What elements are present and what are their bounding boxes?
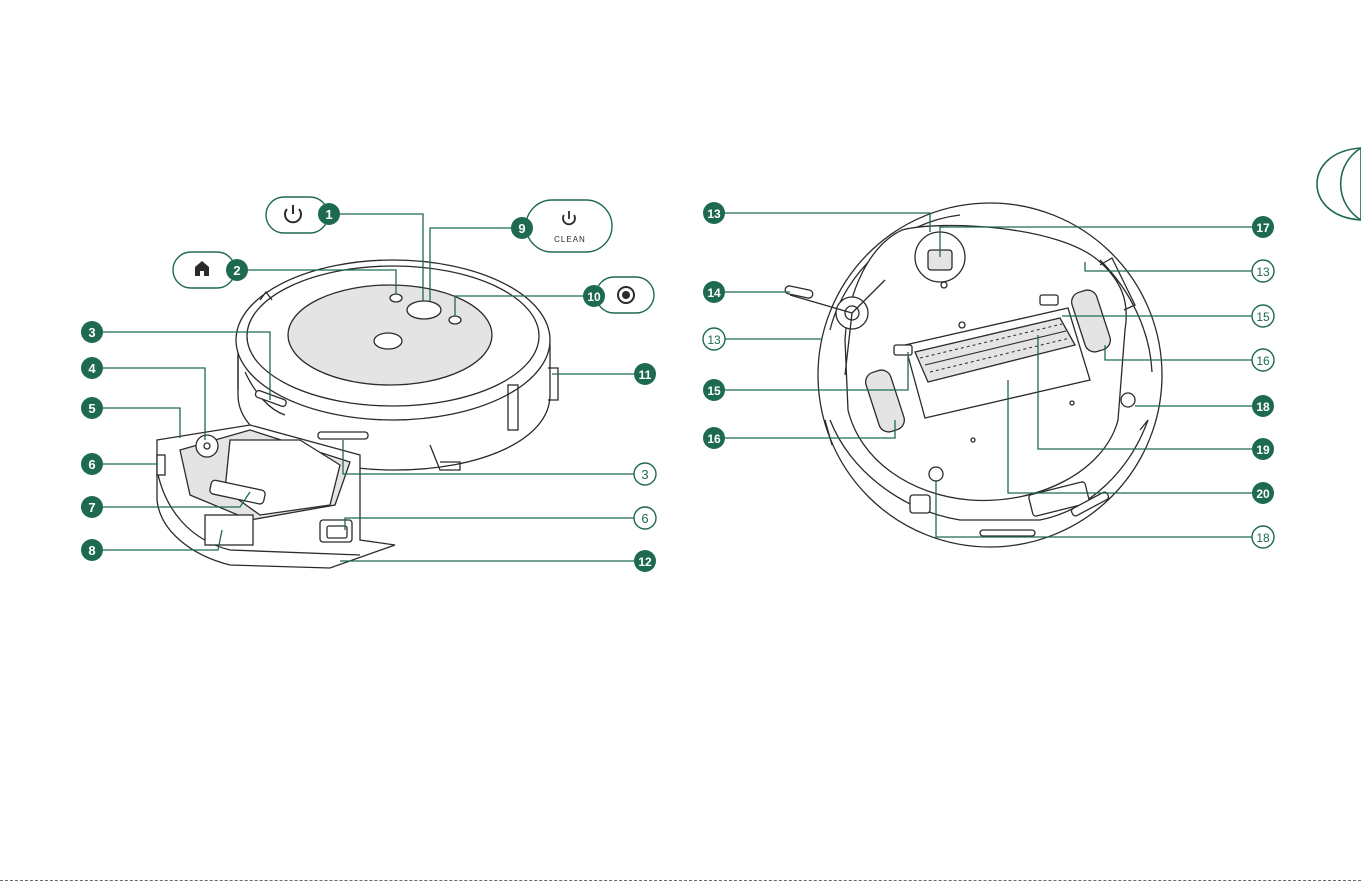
svg-text:12: 12: [638, 555, 652, 569]
svg-text:15: 15: [1256, 310, 1270, 324]
svg-text:20: 20: [1256, 487, 1270, 501]
cliff-sensor-right: [1121, 393, 1135, 407]
svg-text:13: 13: [707, 333, 721, 347]
callout-18-bottom: 18: [1252, 526, 1274, 548]
callout-15-left: 15: [703, 379, 725, 401]
svg-text:18: 18: [1256, 531, 1270, 545]
callout-9: 9: [511, 217, 533, 239]
callout-1: 1: [318, 203, 340, 225]
callout-12: 12: [634, 550, 656, 572]
spot-button-physical[interactable]: [449, 316, 461, 324]
svg-text:3: 3: [641, 467, 648, 482]
callout-5: 5: [81, 397, 103, 419]
home-button-physical[interactable]: [390, 294, 402, 302]
svg-text:6: 6: [641, 511, 648, 526]
svg-text:15: 15: [707, 384, 721, 398]
page-tab[interactable]: [1341, 148, 1361, 220]
clean-caption: CLEAN: [554, 235, 586, 244]
callout-16-left: 16: [703, 427, 725, 449]
callout-17: 17: [1252, 216, 1274, 238]
svg-text:19: 19: [1256, 443, 1270, 457]
callout-13-right: 13: [1252, 260, 1274, 282]
callout-14: 14: [703, 281, 725, 303]
svg-text:1: 1: [325, 207, 332, 222]
camera-sensor: [374, 333, 402, 349]
svg-text:7: 7: [88, 500, 95, 515]
svg-text:5: 5: [88, 401, 95, 416]
svg-text:13: 13: [707, 207, 721, 221]
svg-text:11: 11: [639, 368, 652, 382]
light-ring-front: [318, 432, 368, 439]
robot-bottom-view: [784, 203, 1162, 547]
svg-text:3: 3: [88, 325, 95, 340]
callout-6-left: 6: [81, 453, 103, 475]
callout-11: 11: [634, 363, 656, 385]
svg-text:17: 17: [1256, 221, 1270, 235]
page-tab-outline: [1317, 148, 1361, 220]
home-pill: [173, 252, 235, 288]
callout-16-right: 16: [1252, 349, 1274, 371]
brush-guard-tab-left[interactable]: [894, 345, 912, 355]
callout-7: 7: [81, 496, 103, 518]
svg-text:9: 9: [518, 221, 525, 236]
svg-text:13: 13: [1256, 265, 1270, 279]
svg-text:16: 16: [707, 432, 721, 446]
svg-text:18: 18: [1256, 400, 1270, 414]
svg-text:2: 2: [233, 263, 240, 278]
callout-6-right: 6: [634, 507, 656, 529]
callout-2: 2: [226, 259, 248, 281]
callout-15-right: 15: [1252, 305, 1274, 327]
callout-4: 4: [81, 357, 103, 379]
callout-3-right: 3: [634, 463, 656, 485]
clean-button-physical[interactable]: [407, 301, 441, 319]
svg-text:8: 8: [88, 543, 95, 558]
svg-text:4: 4: [88, 361, 96, 376]
svg-text:14: 14: [707, 286, 721, 300]
callout-19: 19: [1252, 438, 1274, 460]
bin-release-button[interactable]: [196, 435, 218, 457]
brush-guard-tab-right[interactable]: [1040, 295, 1058, 305]
callout-13-mid-left: 13: [703, 328, 725, 350]
callout-20: 20: [1252, 482, 1274, 504]
callout-13-top-left: 13: [703, 202, 725, 224]
filter-door[interactable]: [205, 515, 253, 545]
cliff-sensor-bottom: [929, 467, 943, 481]
svg-text:16: 16: [1256, 354, 1270, 368]
svg-text:10: 10: [587, 290, 601, 304]
svg-text:6: 6: [88, 457, 95, 472]
callout-8: 8: [81, 539, 103, 561]
callout-18-top: 18: [1252, 395, 1274, 417]
clean-pill: CLEAN: [526, 200, 612, 252]
callout-10: 10: [583, 285, 605, 307]
callout-3-left: 3: [81, 321, 103, 343]
bin-latch-left[interactable]: [157, 455, 165, 475]
